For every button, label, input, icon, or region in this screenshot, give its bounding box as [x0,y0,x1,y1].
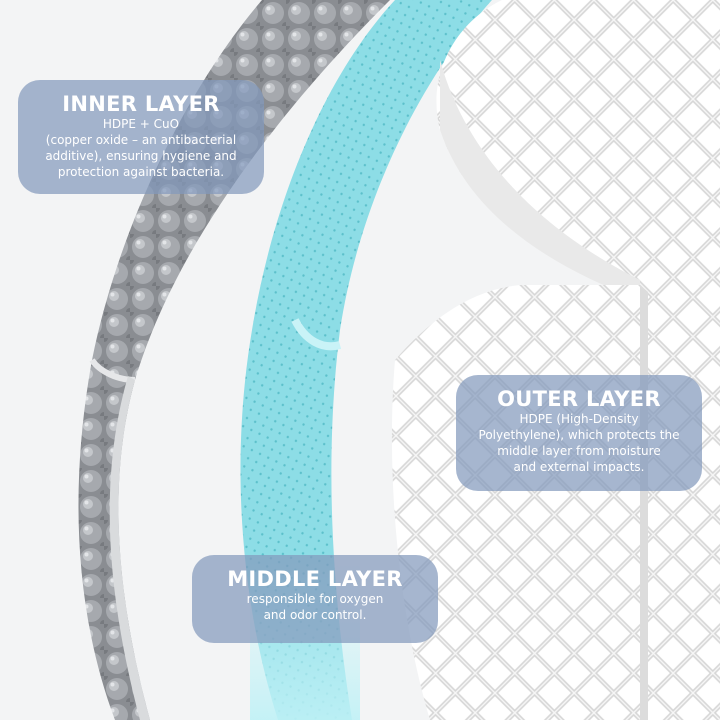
outer-layer-fold [440,60,640,300]
inner-layer-title: INNER LAYER [62,92,220,116]
middle-layer-desc-2: and odor control. [263,608,367,622]
inner-layer-desc-4: protection against bacteria. [57,165,225,179]
inner-layer-desc-1: HDPE + CuO [102,117,180,131]
inner-layer-desc-3: additive), ensuring hygiene and [45,149,237,163]
middle-layer-title: MIDDLE LAYER [227,567,403,591]
middle-layer-highlight [291,318,342,351]
outer-layer-sheet [436,0,720,720]
outer-layer-desc-2: Polyethylene), which protects the [478,428,680,442]
middle-layer-desc-1: responsible for oxygen [246,592,384,606]
outer-layer-desc-3: middle layer from moisture [497,444,661,458]
outer-layer-front [391,285,640,720]
inner-layer-desc-2: (copper oxide – an antibacterial [45,133,237,147]
outer-layer-desc-1: HDPE (High-Density [519,412,639,426]
middle-layer-sheet [240,0,492,720]
middle-layer-callout: MIDDLE LAYER responsible for oxygen and … [192,555,438,643]
outer-layer-title: OUTER LAYER [497,387,661,411]
outer-layer-callout: OUTER LAYER HDPE (High-Density Polyethyl… [456,375,702,491]
outer-layer-desc-4: and external impacts. [513,460,645,474]
inner-layer-callout: INNER LAYER HDPE + CuO (copper oxide – a… [18,80,264,194]
